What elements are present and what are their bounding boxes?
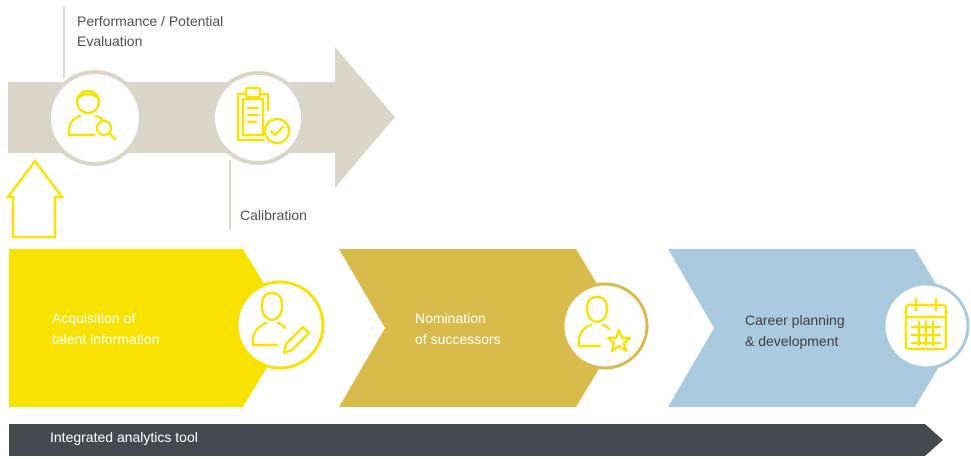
up-arrow-outline — [5, 158, 65, 239]
step-chevron-acquisition — [9, 249, 291, 407]
step-label-nomination: Nomination of successors — [415, 310, 501, 347]
analytics-bar — [9, 424, 943, 456]
step-chevron-nomination — [339, 249, 624, 407]
calibration-label: Calibration — [240, 207, 307, 223]
calendar-icon — [904, 297, 948, 351]
clipboard-check-icon — [236, 86, 291, 145]
calibration-circle — [211, 71, 305, 165]
step-label-career: Career planning & development — [745, 312, 845, 349]
evaluation-circle — [47, 70, 143, 166]
person-search-icon — [67, 89, 117, 141]
person-star-icon — [577, 295, 632, 353]
person-edit-icon — [251, 291, 311, 355]
step-chevron-career — [668, 249, 962, 407]
evaluation-label: Performance / Potential Evaluation — [77, 13, 224, 49]
step-label-acquisition: Acquisition of talent information — [52, 310, 160, 347]
analytics-bar-label: Integrated analytics tool — [50, 429, 198, 445]
